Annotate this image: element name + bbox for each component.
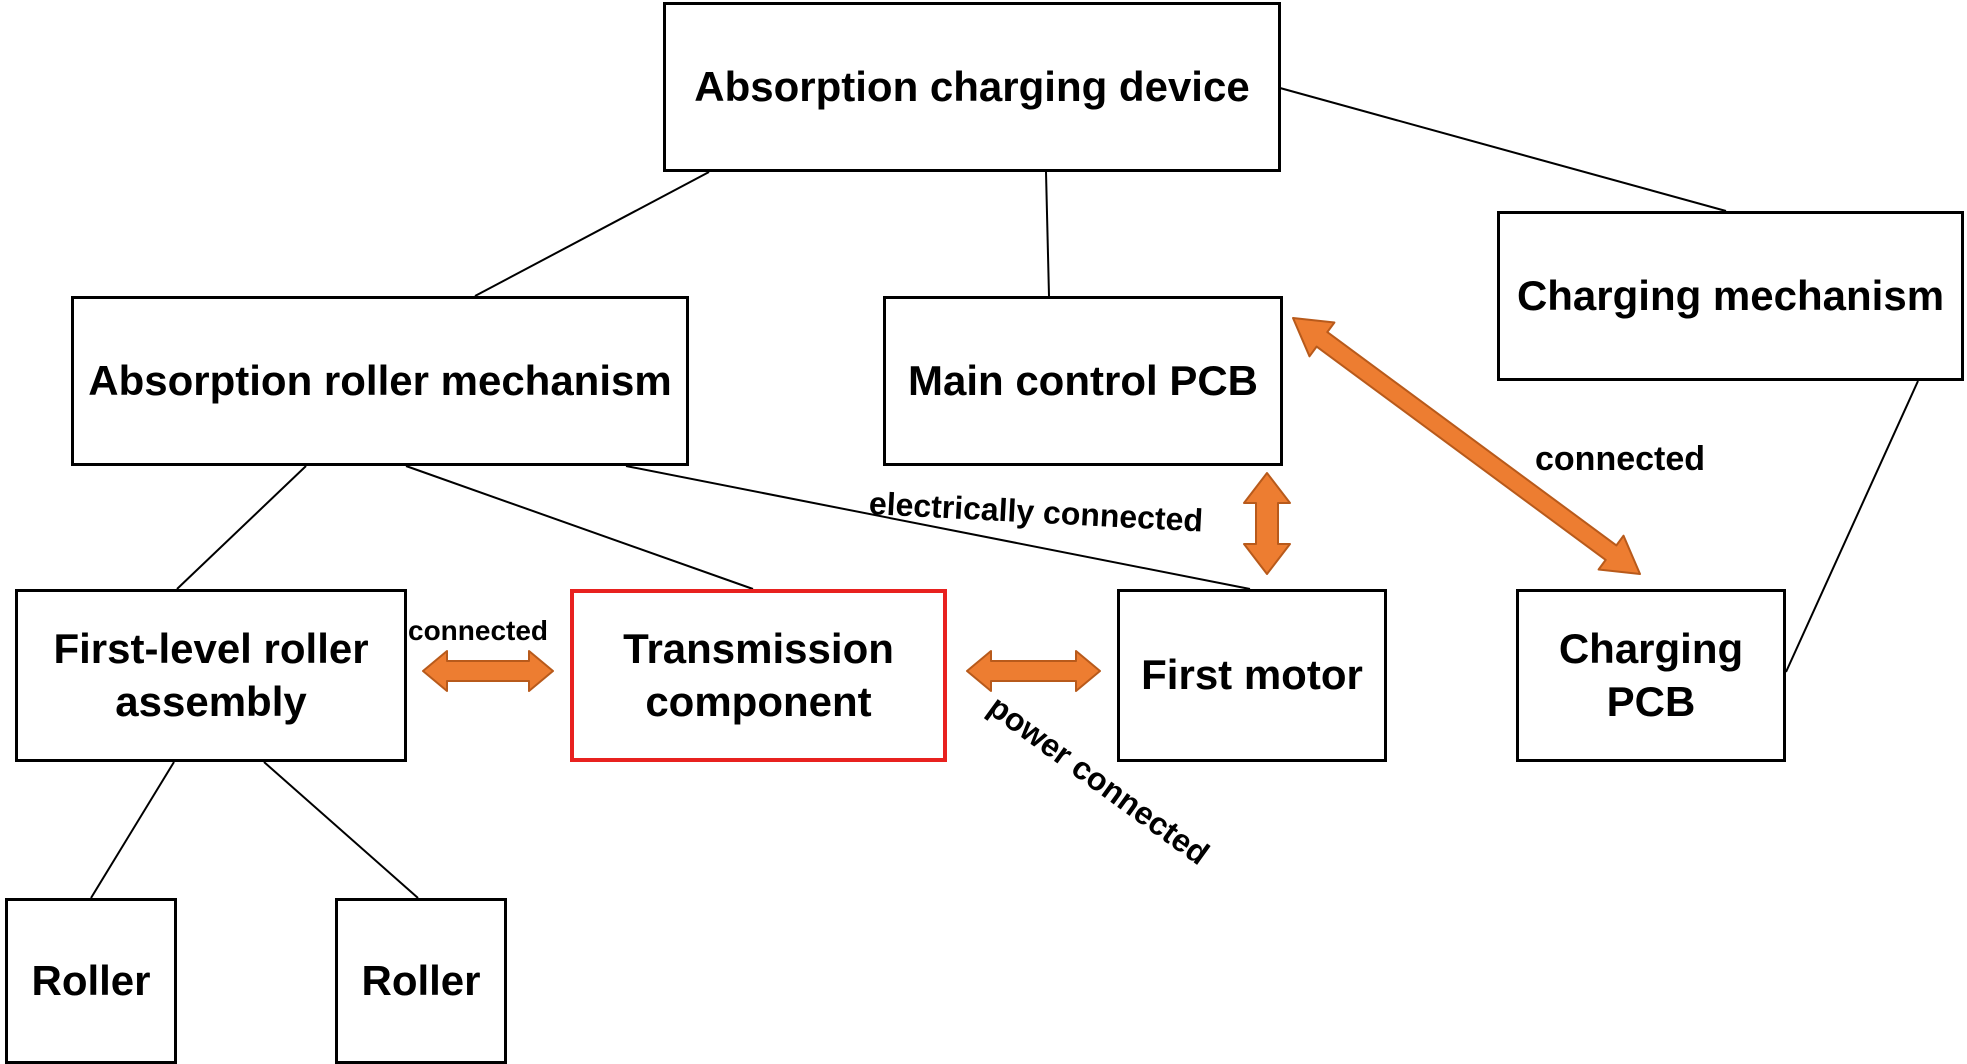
node-label: Main control PCB [907, 356, 1258, 404]
node-roller-1: Roller [5, 898, 177, 1064]
node-charging-pcb: Charging PCB [1516, 589, 1786, 762]
link-device-main-pcb [1045, 171, 1050, 297]
node-label: Roller [31, 956, 151, 1004]
node-label: Charging PCB [1558, 625, 1744, 725]
node-first-level-roller-assembly: First-level roller assembly [15, 589, 407, 762]
node-label: Roller [361, 956, 481, 1004]
node-label: Charging mechanism [1516, 271, 1945, 319]
node-main-control-pcb: Main control PCB [883, 296, 1283, 466]
link-roller-mechanism-transmission [405, 465, 754, 590]
link-first-level-roller-1 [90, 761, 175, 899]
link-roller-mechanism-first-motor [625, 465, 1251, 590]
node-label: Transmission component [623, 625, 894, 725]
link-device-roller-mechanism [474, 171, 710, 297]
edge-label-connected-roller: connected [408, 615, 549, 646]
edge-label-connected-charging: connected [1535, 440, 1706, 478]
node-label: Absorption charging device [694, 62, 1250, 110]
arrow-transmission-to-first-motor [966, 650, 1101, 692]
arrow-first-level-to-transmission [422, 650, 554, 692]
node-transmission-component: Transmission component [570, 589, 947, 762]
node-first-motor: First motor [1117, 589, 1387, 762]
link-device-charging-mechanism [1279, 87, 1727, 212]
node-absorption-roller-mechanism: Absorption roller mechanism [71, 296, 689, 466]
node-charging-mechanism: Charging mechanism [1497, 211, 1964, 381]
arrow-main-pcb-to-first-motor [1243, 472, 1291, 575]
node-label: Absorption roller mechanism [88, 356, 672, 404]
node-absorption-charging-device: Absorption charging device [663, 2, 1281, 172]
link-first-level-roller-2 [263, 761, 419, 899]
link-roller-mechanism-first-level [176, 465, 307, 590]
node-roller-2: Roller [335, 898, 507, 1064]
link-charging-mechanism-charging-pcb [1785, 380, 1919, 673]
arrow-main-pcb-to-charging-pcb [1292, 317, 1641, 575]
node-label: First motor [1141, 651, 1363, 699]
node-label: First-level roller assembly [53, 625, 369, 725]
